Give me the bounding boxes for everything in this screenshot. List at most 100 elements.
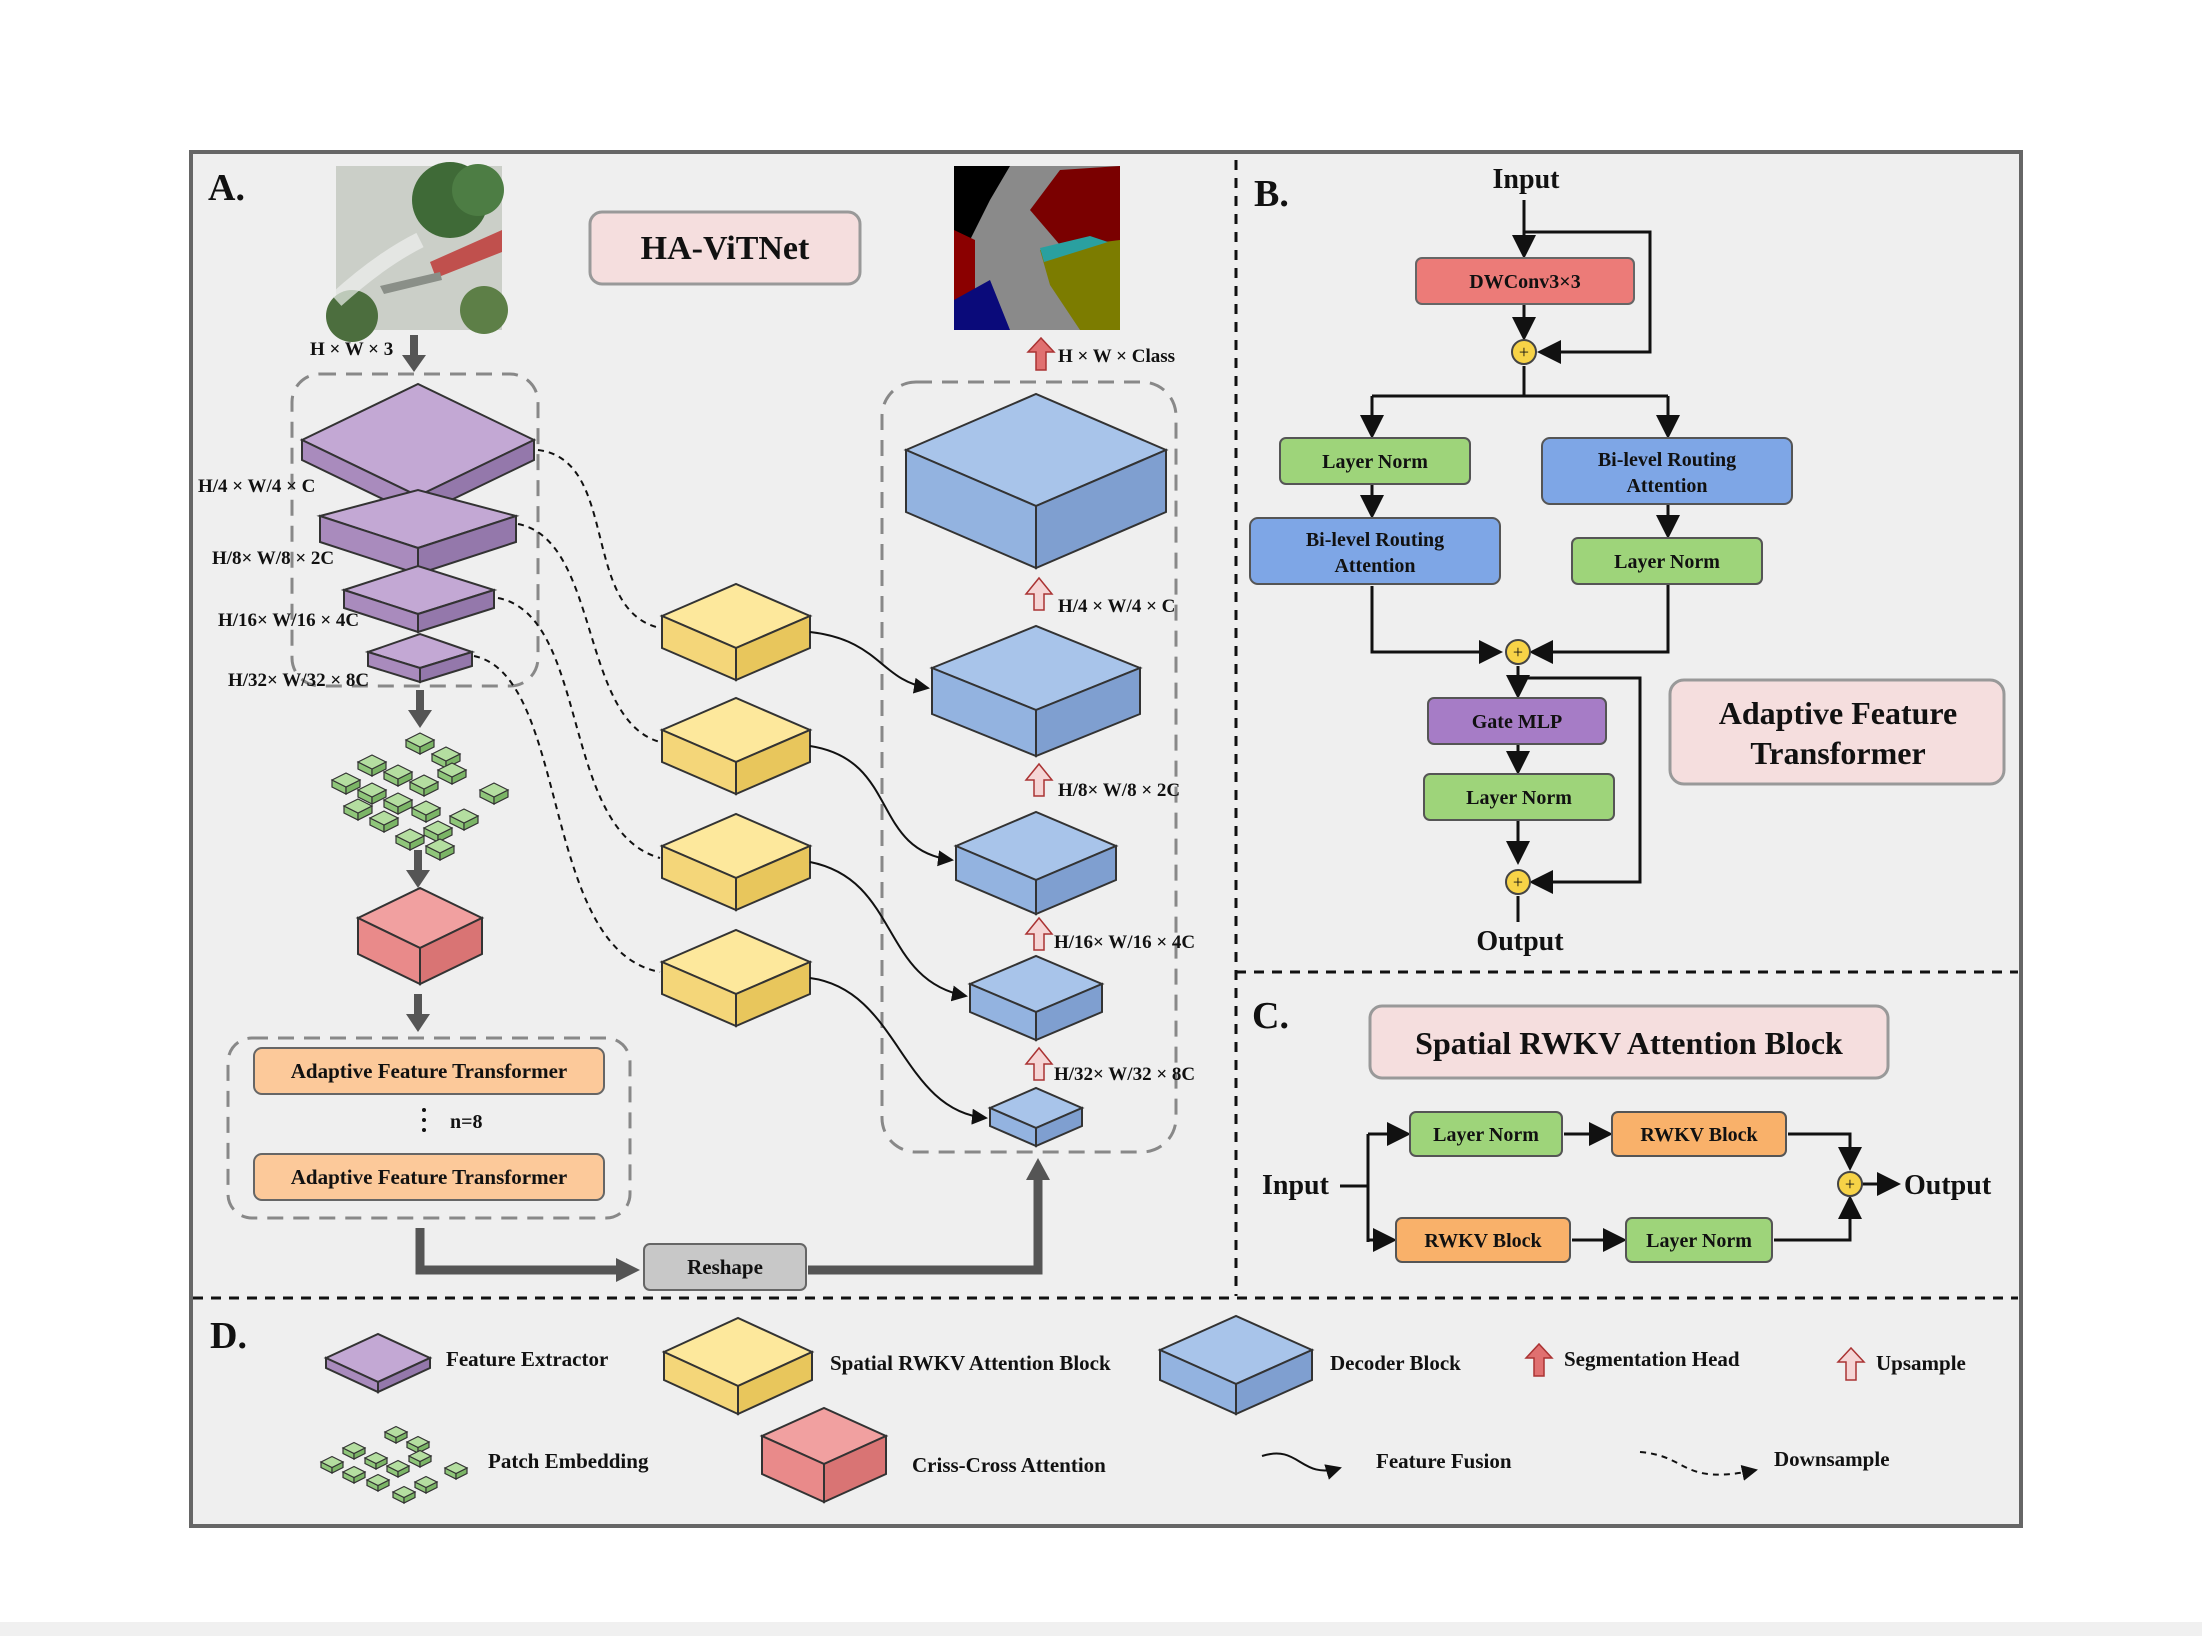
brouting-left-label-1: Bi-level Routing: [1306, 529, 1444, 551]
srab-add-node: +: [1837, 1171, 1863, 1197]
layer-norm-left-box: [1279, 437, 1471, 485]
afb-input-label: Input: [1493, 164, 1561, 195]
decoder-dim-3: H/16× W/16 × 4C: [1054, 932, 1195, 953]
legend-downsample: Downsample: [1774, 1447, 1890, 1471]
add-node-2: +: [1505, 639, 1531, 665]
upsample-arrow-2: [1024, 762, 1054, 797]
feature-extractor-stage-4: [364, 632, 476, 684]
aft-box-2-label: Adaptive Feature Transformer: [291, 1165, 567, 1189]
dwconv-box: [1415, 257, 1635, 305]
srab-layer-norm-top-box: [1409, 1111, 1563, 1157]
input-aerial-image: [326, 162, 508, 342]
afb-title-line-1: Adaptive Feature: [1719, 695, 1957, 731]
srab-rwkv-bottom-label: RWKV Block: [1424, 1230, 1542, 1252]
reshape-box: [643, 1243, 807, 1291]
encoder-dim-2: H/8× W/8 × 2C: [212, 548, 334, 569]
panel-label-a: A.: [208, 167, 245, 209]
decoder-block-4: [967, 954, 1105, 1042]
feature-fusion-connections: [809, 631, 988, 1125]
dwconv-label: DWConv3×3: [1469, 271, 1580, 293]
gate-mlp-label: Gate MLP: [1472, 711, 1563, 733]
encoder-dim-3: H/16× W/16 × 4C: [218, 610, 359, 631]
input-arrow: [402, 335, 426, 372]
afb-title-line-2: Transformer: [1750, 735, 1925, 771]
layer-norm-left-label: Layer Norm: [1322, 451, 1428, 473]
gate-mlp-box: [1427, 697, 1607, 745]
afb-flow-lines: [1360, 200, 1680, 922]
afb-output-label: Output: [1476, 926, 1564, 957]
svg-text:+: +: [1513, 872, 1523, 892]
srab-rwkv-top-box: [1611, 1111, 1787, 1157]
aft-box-2: [253, 1153, 605, 1201]
downsample-connections: [473, 449, 661, 973]
legend-decoder: Decoder Block: [1330, 1351, 1461, 1375]
feature-extractor-stage-2: [316, 488, 520, 576]
repeat-ellipsis: [422, 1108, 426, 1132]
arrow-to-criss-cross: [406, 850, 430, 888]
legend-downsample-icon: [1639, 1451, 1758, 1481]
decoder-dim-2: H/8× W/8 × 2C: [1058, 780, 1180, 801]
decoder-dim-1: H/4 × W/4 × C: [1058, 596, 1175, 617]
decoder-container: [880, 380, 1178, 1154]
srab-rwkv-top-label: RWKV Block: [1640, 1124, 1758, 1146]
reshape-to-decoder-arrow: [808, 1158, 1050, 1275]
svg-text:+: +: [1519, 342, 1529, 362]
title-box: [588, 210, 862, 286]
bottom-strip: [0, 1622, 2202, 1636]
decoder-block-5: [987, 1086, 1085, 1148]
layer-norm-right-box: [1571, 537, 1763, 585]
srab-input-label: Input: [1262, 1170, 1330, 1201]
output-dim-label: H × W × Class: [1058, 346, 1175, 367]
legend-feature-fusion: Feature Fusion: [1376, 1449, 1512, 1473]
spatial-rwkv-cube-4: [659, 928, 813, 1028]
legend-upsample-icon: [1836, 1346, 1866, 1381]
srab-flow-lines: [1340, 1122, 1901, 1252]
spatial-rwkv-cube-2: [659, 696, 813, 796]
brouting-right-label-1: Bi-level Routing: [1598, 449, 1736, 471]
repeat-count: n=8: [450, 1111, 483, 1133]
upsample-arrow-1: [1024, 576, 1054, 611]
decoder-block-1: [903, 392, 1169, 570]
aft-box-1: [253, 1047, 605, 1095]
brouting-left-box: [1249, 517, 1501, 585]
input-dim-label: H × W × 3: [310, 339, 393, 360]
srab-layer-norm-top-label: Layer Norm: [1433, 1124, 1539, 1146]
legend-upsample: Upsample: [1876, 1351, 1966, 1375]
legend-feature-fusion-icon: [1261, 1452, 1342, 1480]
svg-text:+: +: [1845, 1174, 1855, 1194]
legend-seg-head: Segmentation Head: [1564, 1347, 1740, 1371]
upsample-arrow-3: [1024, 916, 1054, 951]
feature-extractor-stage-3: [340, 564, 498, 634]
srab-title-box: [1368, 1004, 1890, 1080]
legend-patch-embedding: Patch Embedding: [488, 1449, 649, 1473]
segmentation-output-image: [954, 166, 1120, 330]
aft-box-1-label: Adaptive Feature Transformer: [291, 1059, 567, 1083]
reshape-label: Reshape: [687, 1255, 763, 1279]
aft-container: [226, 1036, 632, 1220]
layer-norm-bottom-box: [1423, 773, 1615, 821]
legend-patch-embedding-icon: [319, 1425, 469, 1504]
brouting-right-box: [1541, 437, 1793, 505]
svg-text:+: +: [1513, 642, 1523, 662]
legend-seg-head-icon: [1524, 1342, 1554, 1377]
legend-feature-extractor-icon: [323, 1332, 433, 1394]
srab-layer-norm-bottom-box: [1625, 1217, 1773, 1263]
srab-layer-norm-bottom-label: Layer Norm: [1646, 1230, 1752, 1252]
legend-criss-cross-icon: [759, 1406, 889, 1504]
srab-title: Spatial RWKV Attention Block: [1415, 1025, 1843, 1061]
upsample-arrow-4: [1024, 1046, 1054, 1081]
legend-spatial-rwkv-icon: [661, 1316, 815, 1416]
layer-norm-right-label: Layer Norm: [1614, 551, 1720, 573]
decoder-block-3: [953, 810, 1119, 916]
criss-cross-attention-block: [355, 886, 485, 986]
spatial-rwkv-cube-3: [659, 812, 813, 912]
panel-label-b: B.: [1254, 173, 1289, 215]
brouting-right-label-2: Attention: [1626, 475, 1707, 497]
brouting-left-label-2: Attention: [1334, 555, 1415, 577]
panel-label-d: D.: [210, 1315, 247, 1357]
diagram-title: HA-ViTNet: [641, 230, 810, 267]
legend-criss-cross: Criss-Cross Attention: [912, 1453, 1106, 1477]
afb-title-box: [1668, 678, 2006, 786]
srab-rwkv-bottom-box: [1395, 1217, 1571, 1263]
